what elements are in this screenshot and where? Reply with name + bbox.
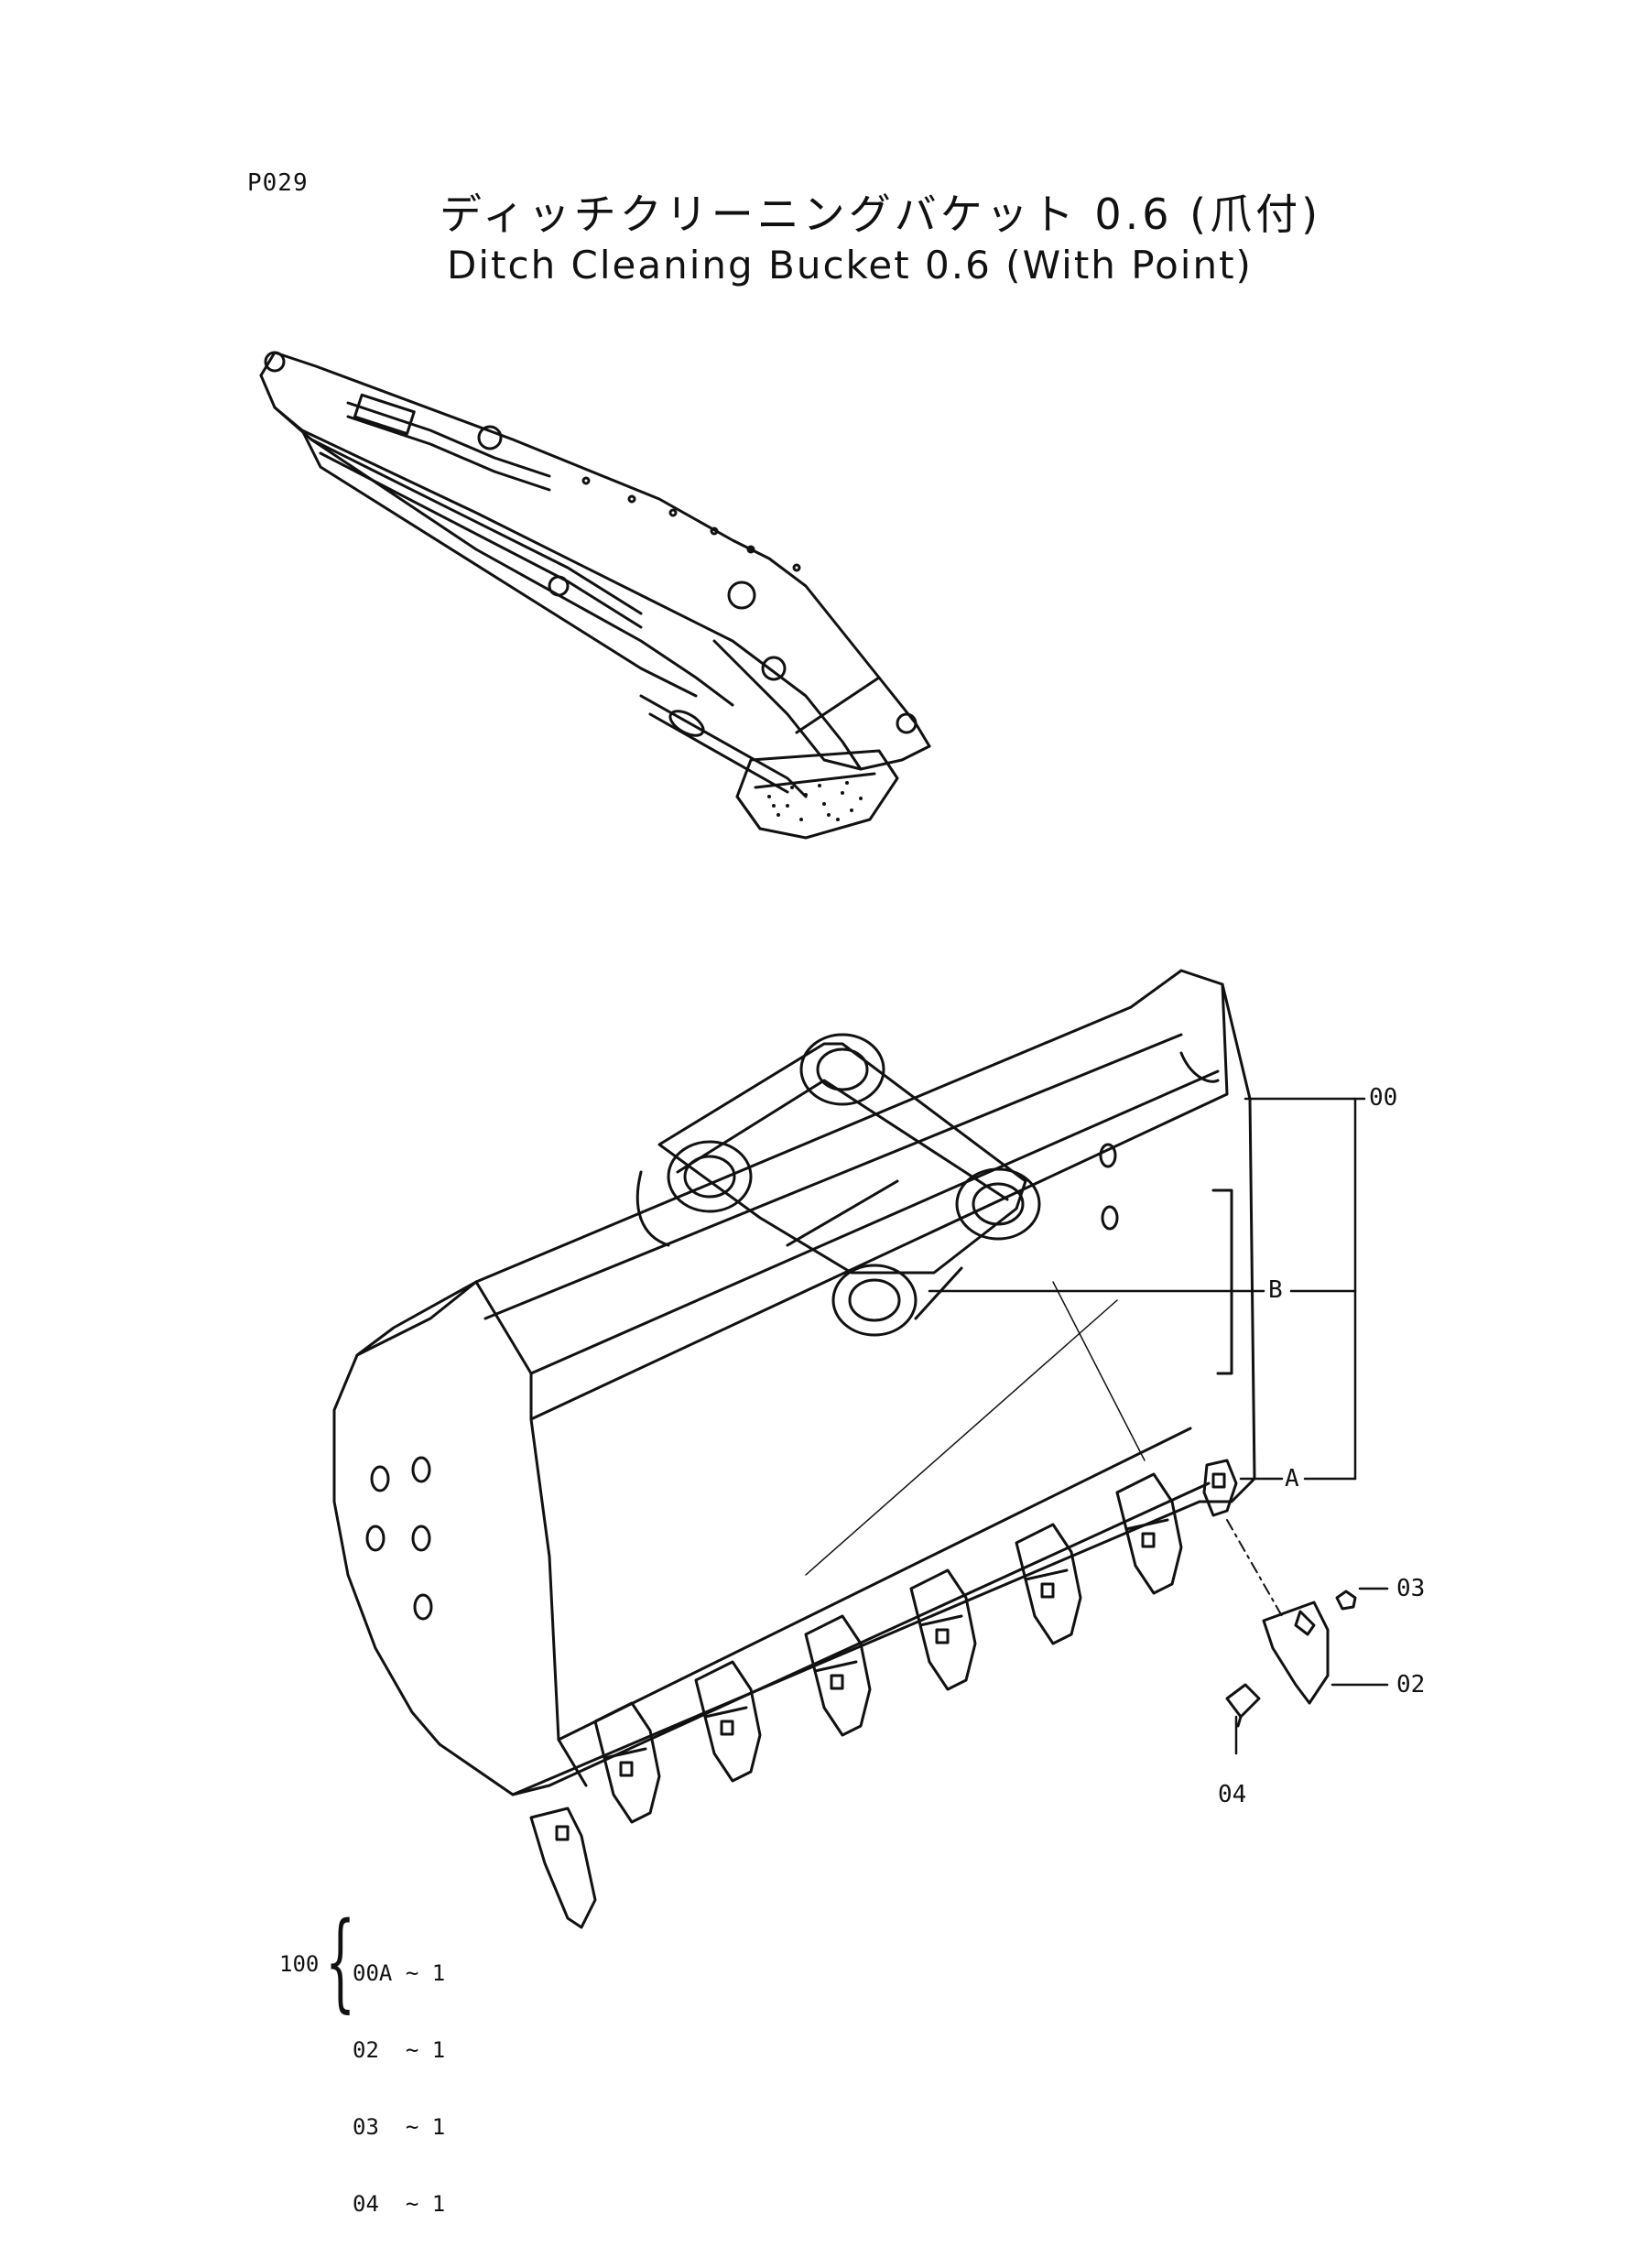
pin-bosses bbox=[667, 1033, 1041, 1337]
callout-02: 02 bbox=[1396, 1671, 1426, 1698]
assembly-brace: { bbox=[325, 1900, 356, 2024]
exploded-tooth bbox=[1262, 1601, 1330, 1705]
title-japanese: ディッチクリーニングバケット 0.6 (爪付) bbox=[440, 190, 1322, 239]
pin-03 bbox=[1335, 1590, 1357, 1611]
callout-A: A bbox=[1285, 1465, 1299, 1492]
assembly-number: 100 bbox=[279, 1951, 320, 1977]
assembly-item: 03 ~ 1 bbox=[353, 2114, 446, 2140]
leader-lines bbox=[928, 1097, 1389, 1755]
lock-04 bbox=[1225, 1683, 1261, 1728]
title-english: Ditch Cleaning Bucket 0.6 (With Point) bbox=[447, 243, 1253, 288]
bucket-teeth bbox=[529, 1459, 1238, 1929]
callout-03: 03 bbox=[1396, 1575, 1426, 1602]
assembly-item: 00A ~ 1 bbox=[353, 1960, 446, 1986]
assembly-items: 00A ~ 1 02 ~ 1 03 ~ 1 04 ~ 1 bbox=[353, 1909, 445, 2268]
assembly-item: 04 ~ 1 bbox=[353, 2191, 446, 2217]
callout-B: B bbox=[1268, 1276, 1283, 1304]
ditch-cleaning-bucket-drawing bbox=[332, 969, 1357, 1929]
callout-00: 00 bbox=[1369, 1084, 1398, 1112]
callout-04: 04 bbox=[1218, 1781, 1247, 1808]
page-code: P029 bbox=[247, 169, 309, 197]
assembly-item: 02 ~ 1 bbox=[353, 2037, 446, 2063]
excavator-arm-illustration bbox=[259, 351, 931, 840]
